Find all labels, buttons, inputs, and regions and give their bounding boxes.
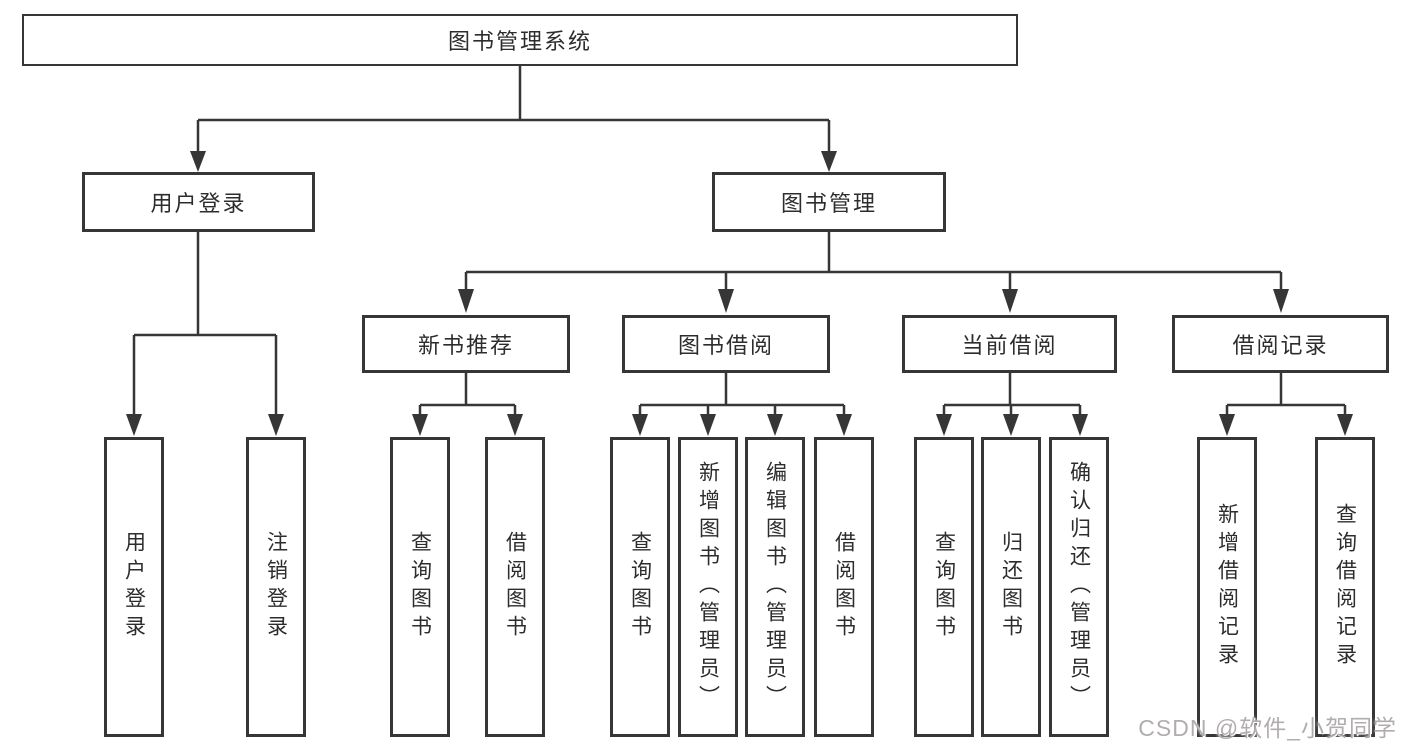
- leaf-confirm-return-admin: 确认归还（管理员）: [1049, 437, 1109, 737]
- leaf-label: 确认归还（管理员）: [1067, 461, 1091, 713]
- leaf-logout: 注销登录: [246, 437, 306, 737]
- leaf-label: 借阅图书: [832, 531, 856, 643]
- node-library-management-system: 图书管理系统: [22, 14, 1018, 66]
- node-user-login: 用户登录: [82, 172, 315, 232]
- leaf-return-books: 归还图书: [981, 437, 1041, 737]
- leaf-label: 查询图书: [628, 531, 652, 643]
- leaf-label: 查询图书: [408, 531, 432, 643]
- leaf-borrow-books: 借阅图书: [814, 437, 874, 737]
- leaf-label: 查询图书: [932, 531, 956, 643]
- leaf-label: 查询借阅记录: [1333, 503, 1357, 671]
- node-book-borrow: 图书借阅: [622, 315, 830, 373]
- leaf-label: 编辑图书（管理员）: [763, 461, 787, 713]
- leaf-label: 新增图书（管理员）: [696, 461, 720, 713]
- leaf-query-books-borrow: 查询图书: [610, 437, 670, 737]
- leaf-add-borrow-record: 新增借阅记录: [1197, 437, 1257, 737]
- leaf-label: 用户登录: [122, 531, 146, 643]
- leaf-query-books-recommend: 查询图书: [390, 437, 450, 737]
- leaf-label: 借阅图书: [503, 531, 527, 643]
- leaf-label: 归还图书: [999, 531, 1023, 643]
- node-book-management: 图书管理: [712, 172, 946, 232]
- leaf-add-book-admin: 新增图书（管理员）: [678, 437, 738, 737]
- leaf-edit-book-admin: 编辑图书（管理员）: [745, 437, 805, 737]
- leaf-label: 注销登录: [264, 531, 288, 643]
- csdn-watermark: CSDN @软件_小贺同学: [1138, 715, 1397, 741]
- node-current-borrow: 当前借阅: [902, 315, 1117, 373]
- node-new-book-recommend: 新书推荐: [362, 315, 570, 373]
- leaf-query-books-current: 查询图书: [914, 437, 974, 737]
- leaf-label: 新增借阅记录: [1215, 503, 1239, 671]
- leaf-query-borrow-record: 查询借阅记录: [1315, 437, 1375, 737]
- leaf-user-login: 用户登录: [104, 437, 164, 737]
- leaf-borrow-books-recommend: 借阅图书: [485, 437, 545, 737]
- node-borrow-records: 借阅记录: [1172, 315, 1389, 373]
